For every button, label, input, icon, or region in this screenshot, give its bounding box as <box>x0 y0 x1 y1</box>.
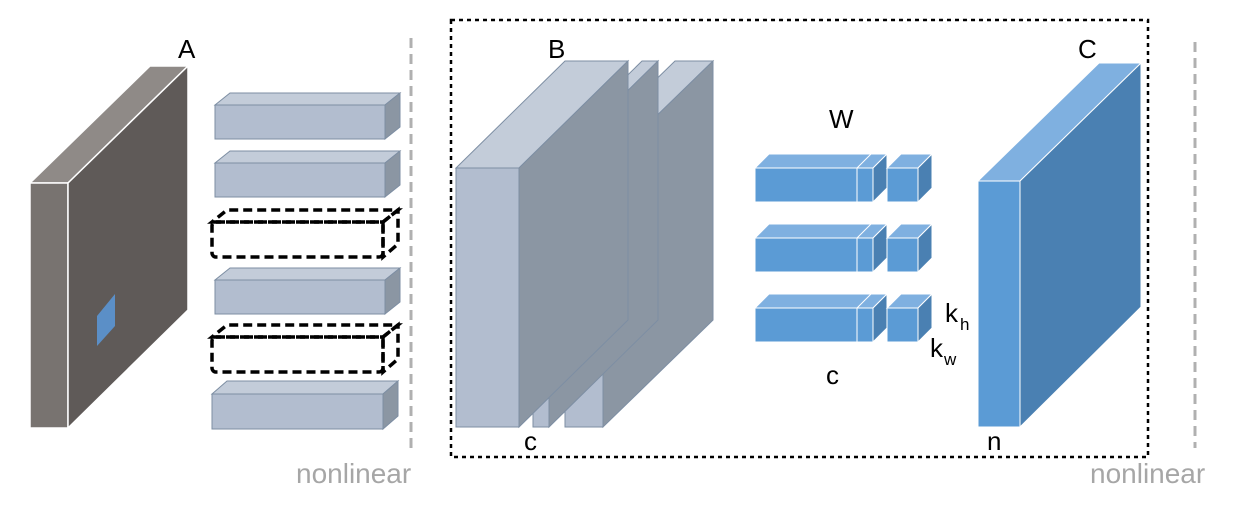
filter-row-3-cube-small <box>855 292 889 344</box>
slab-3-top <box>207 208 403 224</box>
label-c-lower-left: c <box>524 426 537 456</box>
filter-row-3-bar <box>753 292 875 344</box>
filter-row-1-cube-front <box>886 167 919 203</box>
filter-row-2-bar-front <box>754 237 860 273</box>
label-kh-sub: h <box>960 315 969 334</box>
slab-2-side <box>384 149 401 199</box>
slab-stack <box>207 91 403 431</box>
slab-4-front <box>214 279 386 315</box>
slab-3-front <box>210 220 385 259</box>
filter-row-3-cube-small-front <box>856 307 874 343</box>
block-a <box>28 64 190 430</box>
filter-row-3-cube-front <box>886 307 919 343</box>
block-a-highlight-patch <box>97 294 115 346</box>
filter-row-2-cube <box>885 222 934 274</box>
label-kw-sub: w <box>943 350 957 369</box>
block-b <box>454 59 715 429</box>
slab-5-top <box>207 323 403 339</box>
slab-5-dashed <box>207 321 403 376</box>
label-b: B <box>548 34 565 64</box>
label-n: n <box>987 426 1001 456</box>
slab-5-side <box>381 321 400 376</box>
filter-row-2-cube-small-front <box>856 237 874 273</box>
slab-4-side <box>384 266 401 316</box>
filter-row-1-bar-top <box>753 153 875 169</box>
filter-row-3-cube-side <box>917 292 933 344</box>
filter-row-3-cube <box>885 292 934 344</box>
filter-row-1-cube <box>885 152 934 204</box>
slab-1-front <box>214 104 386 140</box>
filter-row-1-bar-front <box>754 167 860 203</box>
filter-row-1-cube-small-front <box>856 167 874 203</box>
slab-5-front <box>210 335 385 374</box>
label-nonlinear-left: nonlinear <box>296 458 411 489</box>
slab-2-front <box>214 162 386 198</box>
filter-row-3-bar-top <box>753 293 875 309</box>
slab-3-side <box>381 206 400 261</box>
filter-row-2-cube-front <box>886 237 919 273</box>
slab-2 <box>213 149 402 199</box>
label-c-upper: C <box>1078 34 1097 64</box>
slab-4-top <box>213 267 402 281</box>
slab-1 <box>213 91 402 141</box>
filter-row-2-cube-side <box>917 222 933 274</box>
filter-row-3-bar-front <box>754 307 860 343</box>
label-kh-base: k <box>945 298 959 328</box>
block-c-front <box>977 180 1021 428</box>
filter-bank <box>753 152 934 344</box>
slab-6-side <box>382 379 399 431</box>
slab-6-front <box>211 393 384 430</box>
filter-row-3 <box>753 292 934 344</box>
slab-6 <box>210 379 400 431</box>
block-b-front-front <box>455 167 520 428</box>
filter-row-1-bar <box>753 152 875 204</box>
dotted-frame <box>449 18 1150 459</box>
filter-row-1 <box>753 152 934 204</box>
block-b-slab-front <box>454 59 630 429</box>
label-kw-base: k <box>930 333 944 363</box>
slab-4 <box>213 266 402 316</box>
block-c <box>976 61 1143 429</box>
filter-row-2-bar-top <box>753 223 875 239</box>
block-a-front <box>29 182 69 429</box>
label-w: W <box>829 104 854 134</box>
label-nonlinear-right: nonlinear <box>1090 458 1205 489</box>
filter-row-2-cube-small <box>855 222 889 274</box>
slab-1-side <box>384 91 401 141</box>
filter-row-1-cube-side <box>917 152 933 204</box>
filter-row-1-cube-small <box>855 152 889 204</box>
label-a: A <box>178 34 196 64</box>
filter-row-2 <box>753 222 934 274</box>
slab-6-top <box>210 380 400 395</box>
slab-2-top <box>213 150 402 164</box>
filter-row-2-bar <box>753 222 875 274</box>
label-c-lower-mid: c <box>826 360 839 390</box>
slab-1-top <box>213 92 402 106</box>
slab-3-dashed <box>207 206 403 261</box>
